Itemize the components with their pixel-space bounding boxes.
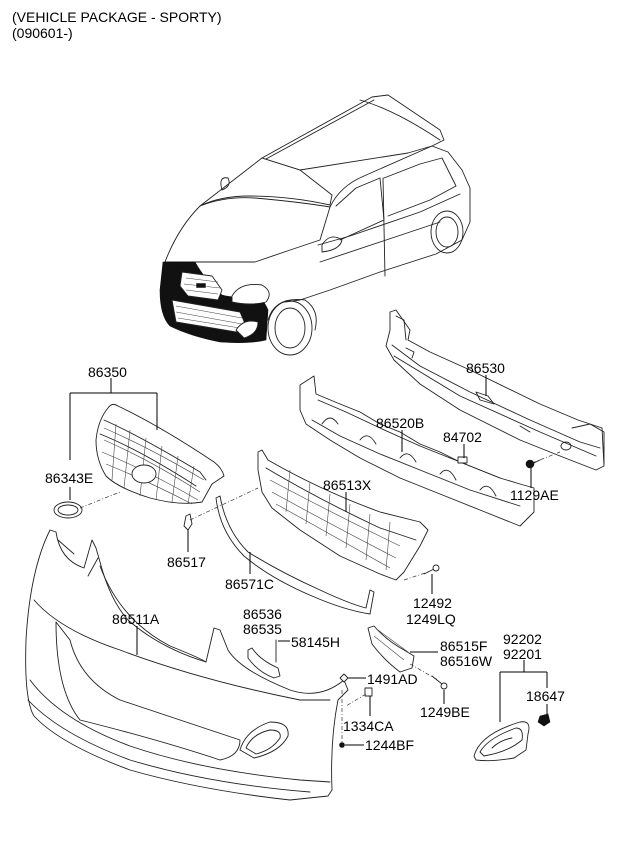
label-18647[interactable]: 18647 xyxy=(526,688,565,704)
bolt-1129ae-icon xyxy=(525,451,561,469)
leader-lines xyxy=(69,375,548,746)
label-86520b[interactable]: 86520B xyxy=(376,415,424,431)
label-86516w[interactable]: 86516W xyxy=(440,653,493,669)
diagram-date-range: (090601-) xyxy=(12,25,73,41)
label-86515f[interactable]: 86515F xyxy=(440,638,487,654)
label-1249be[interactable]: 1249BE xyxy=(420,704,470,720)
label-92202[interactable]: 92202 xyxy=(503,631,542,647)
label-1334ca[interactable]: 1334CA xyxy=(343,718,394,734)
bumper-cover-icon xyxy=(25,529,349,801)
label-86571c[interactable]: 86571C xyxy=(225,576,274,592)
label-86536[interactable]: 86536 xyxy=(243,606,282,622)
label-86530[interactable]: 86530 xyxy=(466,360,505,376)
label-86511a[interactable]: 86511A xyxy=(112,611,160,627)
label-86343e[interactable]: 86343E xyxy=(45,470,93,486)
label-86513x[interactable]: 86513X xyxy=(323,477,372,493)
screw-1244bf-icon xyxy=(339,690,345,748)
screw-12492-icon xyxy=(403,564,440,581)
label-84702[interactable]: 84702 xyxy=(443,429,482,445)
label-86517[interactable]: 86517 xyxy=(167,554,206,570)
bulb-18647-icon xyxy=(537,713,551,727)
kia-emblem-icon xyxy=(53,491,121,519)
label-1244bf[interactable]: 1244BF xyxy=(365,737,414,753)
label-92201[interactable]: 92201 xyxy=(503,646,542,662)
label-1129ae[interactable]: 1129AE xyxy=(510,487,559,503)
clip-1491ad-icon xyxy=(339,673,349,683)
clip-86517-icon xyxy=(183,487,259,531)
bolt-1249be-icon xyxy=(431,675,448,690)
label-12492[interactable]: 12492 xyxy=(413,595,452,611)
diagram-title: (VEHICLE PACKAGE - SPORTY) xyxy=(12,9,222,25)
label-1491ad[interactable]: 1491AD xyxy=(367,671,418,687)
bumper-reinforcement-icon xyxy=(385,309,605,471)
nut-1334ca-icon xyxy=(345,687,373,707)
label-58145h[interactable]: 58145H xyxy=(291,634,340,650)
radiator-grille-icon xyxy=(95,403,225,505)
vehicle-illustration-icon xyxy=(159,94,471,356)
energy-absorber-icon xyxy=(299,375,535,527)
garnish-86571c-icon xyxy=(215,495,375,615)
label-1249lq[interactable]: 1249LQ xyxy=(406,611,456,627)
bracket-86535-icon xyxy=(247,647,281,679)
label-86350[interactable]: 86350 xyxy=(88,364,127,380)
label-86535[interactable]: 86535 xyxy=(243,621,282,637)
bracket-86515f-icon xyxy=(367,625,439,681)
fog-lamp-icon xyxy=(473,721,530,762)
lower-grille-icon xyxy=(257,449,429,581)
